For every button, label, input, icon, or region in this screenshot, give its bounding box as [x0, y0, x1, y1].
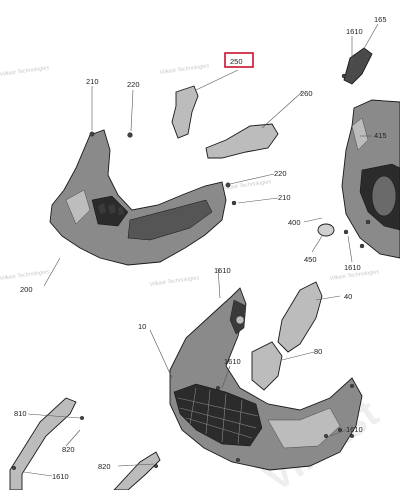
watermark-text: Vilkast Technologies	[159, 63, 209, 76]
callout-250-highlight-box	[224, 52, 254, 68]
part-450-grommet	[317, 223, 335, 237]
fastener-icon	[153, 464, 158, 469]
callout-40: 40	[344, 292, 352, 301]
callout-820: 820	[62, 445, 75, 454]
fastener-icon	[89, 131, 95, 137]
callout-165: 165	[374, 15, 387, 24]
fastener-icon	[235, 458, 240, 463]
callout-220: 220	[127, 80, 140, 89]
fastener-icon	[324, 434, 329, 439]
callout-260: 260	[300, 89, 313, 98]
callout-1610: 1610	[346, 425, 363, 434]
part-820-bracket	[113, 451, 161, 490]
callout-1610: 1610	[224, 357, 241, 366]
part-250-bracket	[171, 85, 199, 139]
part-10-lower-fairing	[169, 287, 363, 471]
part-80-deflector	[251, 341, 283, 391]
callout-1610: 1610	[52, 472, 69, 481]
callout-200: 200	[20, 285, 33, 294]
callout-810: 810	[14, 409, 27, 418]
part-260-cover	[205, 123, 279, 159]
callout-820: 820	[98, 462, 111, 471]
callout-10: 10	[138, 322, 146, 331]
fastener-icon	[365, 219, 371, 225]
fastener-icon	[343, 229, 349, 235]
callout-80: 80	[314, 347, 322, 356]
watermark-text: Vilkast Technologies	[149, 275, 199, 288]
fastener-icon	[225, 182, 231, 188]
fastener-icon	[127, 132, 133, 138]
callout-1610: 1610	[344, 263, 361, 272]
callout-210: 210	[278, 193, 291, 202]
watermark-text: Vilkast Technologies	[0, 269, 50, 282]
fastener-icon	[350, 434, 355, 439]
callout-1610: 1610	[214, 266, 231, 275]
callout-400: 400	[288, 218, 301, 227]
part-40-panel	[277, 281, 323, 353]
callout-220: 220	[274, 169, 287, 178]
part-165-clip	[343, 47, 373, 85]
fastener-icon	[215, 386, 220, 391]
callout-1610: 1610	[346, 27, 363, 36]
fastener-icon	[79, 416, 84, 421]
fastener-icon	[338, 428, 343, 433]
callout-210: 210	[86, 77, 99, 86]
callout-250: 250	[230, 57, 243, 66]
watermark-text: Vilkast Technologies	[0, 65, 50, 78]
fastener-icon	[11, 466, 16, 471]
leader-lines	[23, 23, 379, 477]
grille-mesh	[177, 387, 259, 445]
callout-450: 450	[304, 255, 317, 264]
callout-415: 415	[374, 131, 387, 140]
part-200-upper-fairing	[49, 129, 227, 266]
part-810-bracket	[9, 397, 77, 490]
part-400-side-shroud	[341, 99, 400, 259]
fastener-icon	[359, 243, 365, 249]
fastener-icon	[341, 73, 347, 79]
fastener-icon	[231, 200, 237, 206]
fastener-icon	[350, 384, 355, 389]
